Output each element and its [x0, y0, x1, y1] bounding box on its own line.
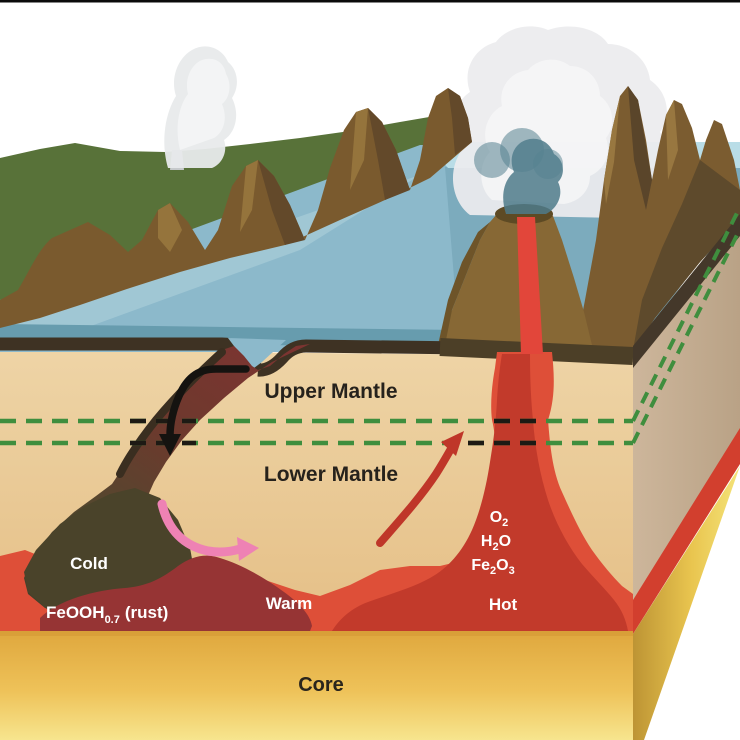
left-range-shadow-2	[368, 108, 410, 200]
label-h2o: H2O	[481, 533, 511, 553]
label-core: Core	[298, 674, 344, 696]
geyser-steam-highlight	[177, 58, 230, 150]
left-range-highlight-2	[350, 108, 368, 190]
top-border-line	[0, 0, 740, 3]
left-range-shadow-3	[448, 88, 472, 155]
right-range-shadow-2	[633, 160, 740, 350]
left-range-shadow-1	[258, 160, 305, 245]
label-rust-formula: FeOOH0.7(rust)	[46, 603, 168, 626]
plume-inner-hot	[332, 354, 628, 631]
label-cold: Cold	[70, 554, 108, 573]
label-o2: O2	[490, 509, 509, 529]
left-range-highlight-3	[158, 203, 182, 252]
underwater-smoke-billow-3	[533, 149, 563, 179]
rust-side-stripe	[633, 428, 740, 634]
trench-water-wedge	[228, 338, 286, 368]
right-range-shadow-1	[628, 86, 652, 210]
upwelling-arrow-icon	[376, 431, 464, 547]
volcano-shadow	[438, 222, 490, 345]
lava-conduit	[517, 217, 543, 354]
core-side-face	[633, 466, 740, 740]
right-range-highlight-2	[666, 100, 678, 180]
label-warm: Warm	[266, 594, 313, 613]
core-top-shadow	[0, 631, 633, 636]
right-mountain-range	[575, 86, 740, 352]
underwater-smoke-billow-2	[500, 128, 544, 172]
label-upper-mantle: Upper Mantle	[264, 380, 397, 403]
crust-side-edge	[633, 214, 740, 368]
right-range-highlight-1	[604, 96, 620, 204]
rust-mound	[40, 555, 312, 631]
left-range-highlight-1	[240, 160, 258, 232]
label-hot: Hot	[489, 595, 518, 614]
core-front-face	[0, 631, 633, 740]
lateral-flow-arrow-icon	[157, 499, 259, 561]
label-fe2o3: Fe2O3	[471, 557, 514, 577]
downwelling-arrow-icon	[159, 365, 250, 456]
volcano-cone	[438, 210, 592, 345]
label-lower-mantle: Lower Mantle	[264, 463, 398, 486]
